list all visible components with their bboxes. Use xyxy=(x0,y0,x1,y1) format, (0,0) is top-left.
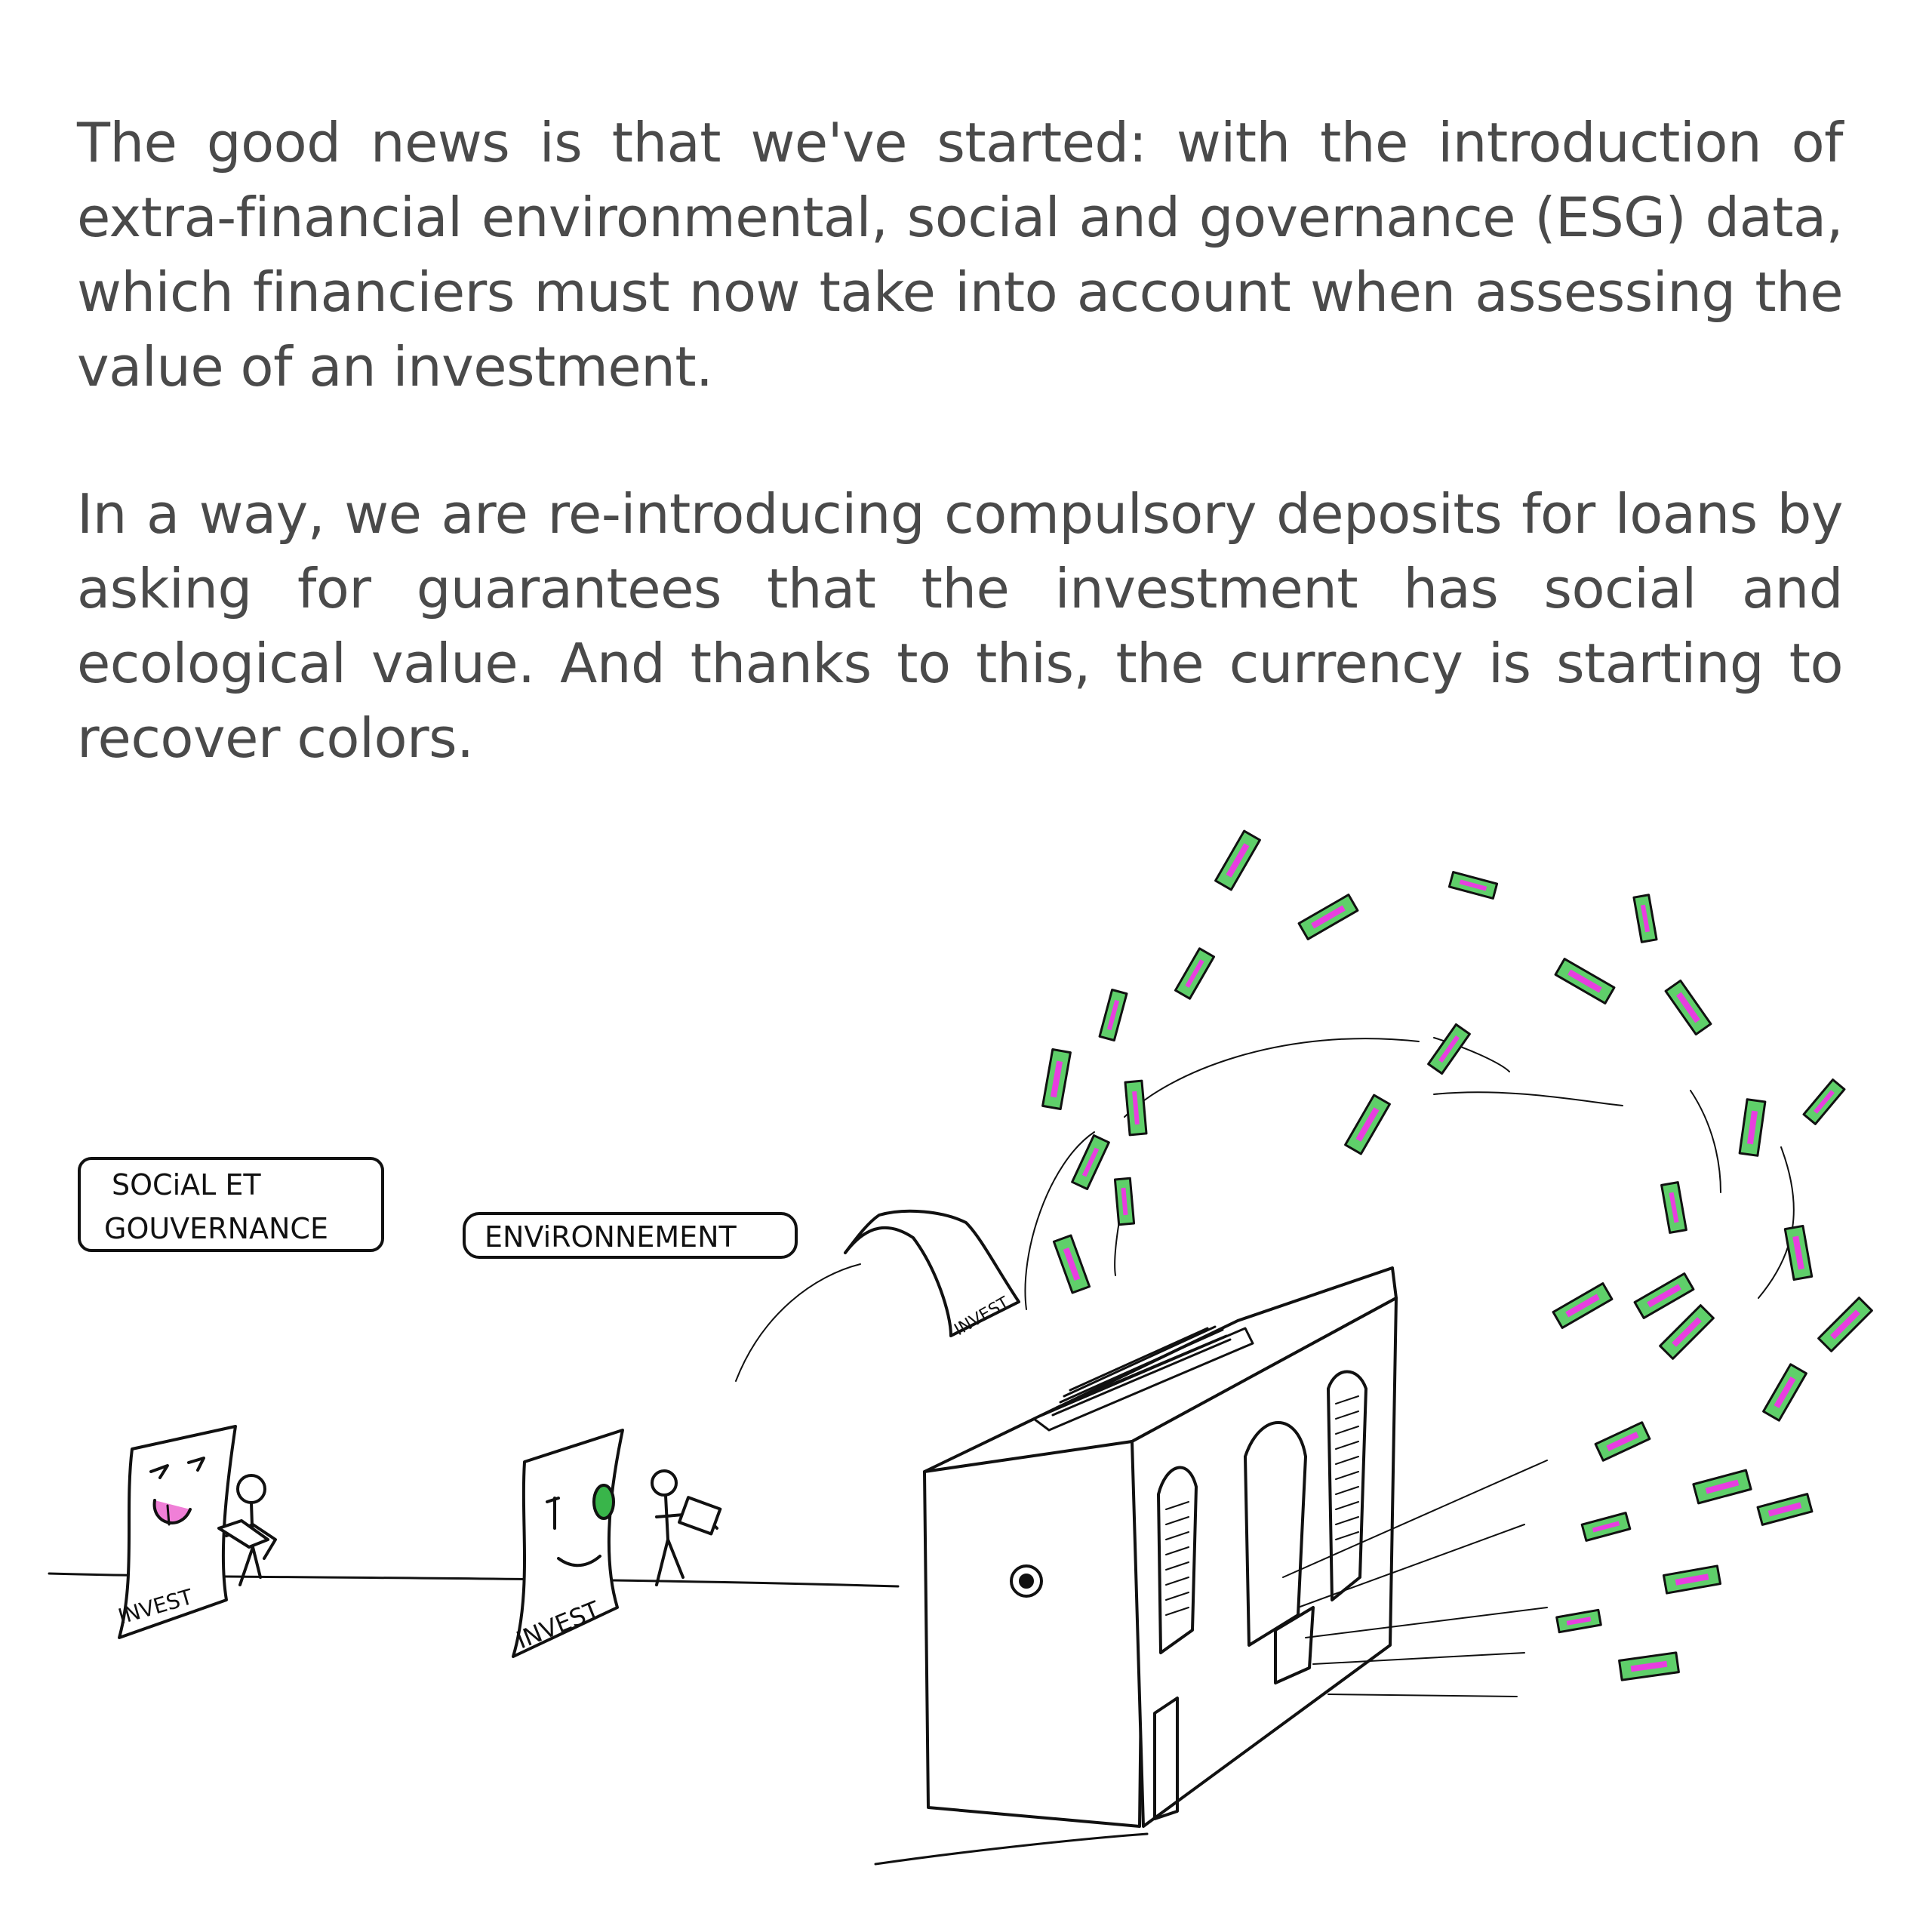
motion-lines xyxy=(1282,1460,1548,1697)
money-bill xyxy=(1633,1272,1695,1319)
money-bill xyxy=(1174,947,1216,1000)
money-bill xyxy=(1552,1282,1614,1329)
money-bill xyxy=(1594,1421,1651,1462)
money-bill xyxy=(1113,1177,1136,1226)
sign-social-line2: GOUVERNANCE xyxy=(104,1212,328,1245)
money-bill xyxy=(1817,1297,1873,1352)
investment-machine-illustration: SOCiAL ET GOUVERNANCE ENViRONNEMENT INVE… xyxy=(48,829,1873,1866)
money-bill xyxy=(1618,1651,1680,1681)
invest-document-eye: INVEST xyxy=(512,1429,624,1658)
money-bill xyxy=(1783,1224,1814,1281)
flying-invest-document: INVEST xyxy=(844,1209,1020,1340)
person-left xyxy=(217,1474,277,1586)
money-bill xyxy=(1427,1023,1471,1075)
money-bill xyxy=(1692,1469,1752,1505)
swirl-lines xyxy=(1024,1037,1795,1310)
money-bill xyxy=(1662,1564,1722,1595)
intro-paragraph: The good news is that we've started: wit… xyxy=(77,111,1844,398)
money-bill xyxy=(1344,1094,1391,1155)
money-bill xyxy=(1659,1304,1715,1360)
money-bill xyxy=(1762,1363,1807,1422)
money-bill xyxy=(1041,1048,1072,1111)
money-bill xyxy=(1802,1078,1846,1125)
money-bill xyxy=(1214,829,1261,891)
money-bill xyxy=(1447,871,1499,900)
money-bill xyxy=(1098,989,1128,1041)
money-bill xyxy=(1660,1181,1687,1234)
money-bill xyxy=(1052,1234,1091,1294)
money-bill xyxy=(1738,1098,1767,1157)
environment-sign: ENViRONNEMENT xyxy=(463,1212,798,1259)
throw-arc xyxy=(735,1263,861,1382)
machine-shadow-line xyxy=(874,1832,1149,1866)
money-bill xyxy=(1297,894,1359,940)
sign-social-line1: SOCiAL ET xyxy=(112,1168,261,1201)
social-governance-sign: SOCiAL ET GOUVERNANCE xyxy=(78,1157,384,1252)
money-bill xyxy=(1124,1079,1148,1137)
flying-money-bills xyxy=(1041,829,1873,1681)
money-bill xyxy=(1071,1134,1110,1190)
money-machine xyxy=(923,1266,1398,1828)
money-bill xyxy=(1664,979,1712,1036)
money-bill xyxy=(1580,1512,1632,1542)
money-bill xyxy=(1555,1608,1602,1634)
invest-document-tongue: INVEST xyxy=(115,1425,237,1639)
deposits-paragraph: In a way, we are re-introducing compulso… xyxy=(77,482,1844,770)
person-middle xyxy=(651,1469,722,1586)
money-bill xyxy=(1632,894,1658,943)
sign-environment-label: ENViRONNEMENT xyxy=(485,1220,737,1254)
money-bill xyxy=(1554,958,1616,1004)
money-bill xyxy=(1756,1493,1814,1526)
